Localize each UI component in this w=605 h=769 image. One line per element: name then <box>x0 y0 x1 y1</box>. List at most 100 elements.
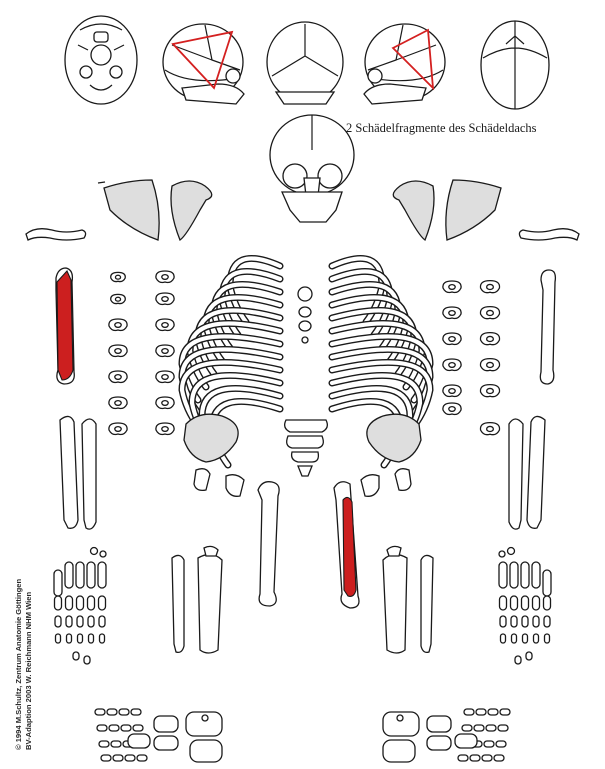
foot-phalanx <box>137 755 147 761</box>
vertebral-foramen <box>449 337 455 342</box>
foot-phalanx <box>458 755 468 761</box>
hand-right <box>499 548 551 665</box>
femur-left <box>258 482 279 606</box>
vertebral-foramen <box>487 426 494 431</box>
vertebral-foramen <box>487 336 494 341</box>
proximal-phalanx <box>544 596 551 610</box>
metacarpal <box>76 562 84 588</box>
vertebral-foramen <box>162 323 168 328</box>
carpal <box>100 551 106 557</box>
proximal-phalanx <box>500 596 507 610</box>
tarsal-small <box>202 715 208 721</box>
foot-phalanx <box>111 741 121 747</box>
sacrum <box>285 420 328 476</box>
scapula-left <box>98 180 212 240</box>
foot-left <box>95 709 222 762</box>
metatarsal <box>427 736 451 750</box>
foot-phalanx <box>464 709 474 715</box>
vertebral-foramen <box>115 323 121 328</box>
vertebral-foramen <box>115 275 120 279</box>
foot-phalanx <box>486 725 496 731</box>
vertebral-foramen <box>115 349 121 354</box>
middle-phalanx <box>544 616 550 627</box>
phalanx <box>73 652 79 660</box>
vertebral-foramen <box>115 297 120 301</box>
foot-phalanx <box>99 741 109 747</box>
foot-phalanx <box>133 725 143 731</box>
proximal-phalanx <box>522 596 529 610</box>
foot-phalanx <box>496 741 506 747</box>
skull-inferior-view <box>65 16 137 104</box>
foot-phalanx <box>107 709 117 715</box>
vertebral-foramen <box>487 388 494 393</box>
foot-phalanx <box>109 725 119 731</box>
tarsal-small <box>397 715 403 721</box>
vertebral-foramen <box>115 401 121 406</box>
hand-left <box>54 548 106 665</box>
distal-phalanx <box>534 634 539 643</box>
middle-phalanx <box>500 616 506 627</box>
foot-phalanx <box>95 709 105 715</box>
proximal-phalanx <box>533 596 540 610</box>
vertebral-foramen <box>449 407 455 412</box>
vertebral-foramen <box>162 275 168 280</box>
foot-phalanx <box>484 741 494 747</box>
vertebral-foramen <box>162 427 168 432</box>
humerus-left-present <box>56 268 74 384</box>
credit-line-2: BV-Adaption 2003 W. Reichmann NHM Wien <box>24 579 34 750</box>
metacarpal <box>65 562 73 588</box>
carpal <box>91 548 98 555</box>
foot-phalanx <box>474 725 484 731</box>
foot-right <box>383 709 510 762</box>
proximal-phalanx <box>88 596 95 610</box>
vertebrae-right <box>443 281 500 435</box>
lower-leg-right <box>383 546 433 653</box>
vertebral-foramen <box>487 284 494 289</box>
middle-phalanx <box>99 616 105 627</box>
forearm-right <box>509 416 545 529</box>
proximal-phalanx <box>99 596 106 610</box>
middle-phalanx <box>66 616 72 627</box>
skull-anterior-view <box>270 115 354 222</box>
metacarpal <box>521 562 529 588</box>
metatarsal <box>427 716 451 732</box>
femur-right-present <box>334 482 359 608</box>
metacarpal <box>87 562 95 588</box>
metacarpal <box>510 562 518 588</box>
metacarpal <box>499 562 507 588</box>
foot-phalanx <box>119 709 129 715</box>
metacarpal <box>54 570 62 596</box>
ilium-left <box>184 414 244 496</box>
copyright-credit: © 1994 M.Schultz, Zentrum Anatomie Götti… <box>14 579 33 750</box>
clavicle-left <box>26 229 86 240</box>
distal-phalanx <box>501 634 506 643</box>
skull-superior-view <box>481 21 549 109</box>
distal-phalanx <box>545 634 550 643</box>
foot-phalanx <box>500 709 510 715</box>
metatarsal <box>154 736 178 750</box>
distal-phalanx <box>512 634 517 643</box>
foot-phalanx <box>494 755 504 761</box>
fragment-caption: 2 Schädelfragmente des Schädeldachs <box>346 121 596 136</box>
foot-phalanx <box>488 709 498 715</box>
metatarsal <box>154 716 178 732</box>
metatarsal <box>455 734 477 748</box>
distal-phalanx <box>56 634 61 643</box>
vertebral-foramen <box>162 297 168 302</box>
skull-lateral-left <box>163 24 244 104</box>
vertebral-foramen <box>115 375 121 380</box>
foot-phalanx <box>470 755 480 761</box>
middle-phalanx <box>522 616 528 627</box>
vertebral-foramen <box>487 310 494 315</box>
proximal-phalanx <box>77 596 84 610</box>
phalanx <box>526 652 532 660</box>
distal-phalanx <box>78 634 83 643</box>
foot-phalanx <box>113 755 123 761</box>
vertebral-foramen <box>449 363 455 368</box>
foot-phalanx <box>121 725 131 731</box>
forearm-left <box>60 416 96 529</box>
vertebral-foramen <box>162 375 168 380</box>
middle-phalanx <box>511 616 517 627</box>
distal-phalanx <box>89 634 94 643</box>
